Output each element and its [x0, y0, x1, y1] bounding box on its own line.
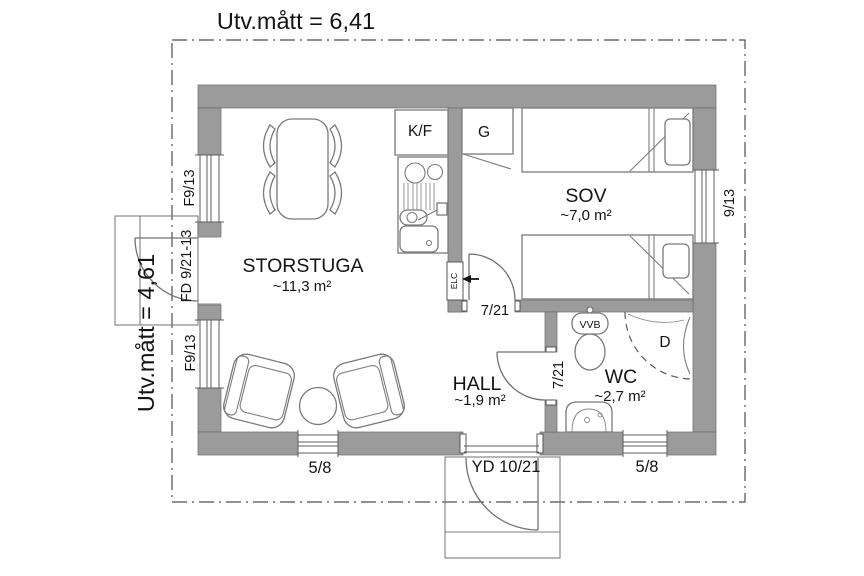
kitchen-unit: [394, 109, 449, 254]
sink-basin-icon: [399, 225, 439, 253]
stove-burner-icon: [404, 162, 426, 184]
french-door-label: FD 9/21-13: [179, 230, 195, 303]
shower-screen-line: [682, 316, 691, 375]
water-heater-label: VVB: [579, 319, 600, 331]
entry-door-label: YD 10/21: [472, 458, 541, 476]
dimension-top-label: Utv.mått = 6,41: [217, 8, 375, 34]
room-area-hall: ~1,9 m²: [454, 392, 505, 409]
wall-bottom-seg: [197, 431, 299, 456]
wall-left-seg: [197, 221, 222, 238]
wall-left-seg: [197, 387, 222, 433]
arrow-icon: [462, 275, 471, 283]
door-wc-label: 7/21: [551, 361, 567, 389]
armchair-icon: [220, 350, 298, 432]
chair-icon: [262, 124, 276, 168]
water-heater-valve-icon: [586, 306, 594, 314]
doors: [134, 236, 557, 531]
chair-icon: [329, 171, 343, 215]
wall-hall-wc-seg: [544, 311, 558, 353]
porch-left: [114, 215, 199, 326]
toilet-bowl-icon: [574, 333, 606, 371]
room-area-storstuga: ~11,3 m²: [273, 278, 332, 295]
room-area-sov: ~7,0 m²: [560, 207, 611, 224]
wall-left-seg: [197, 107, 222, 156]
plot-boundary-line: [171, 39, 746, 503]
room-name-wc: WC: [605, 366, 638, 388]
window-bottom-right-label: 5/8: [636, 458, 659, 476]
porch-entry: [444, 456, 561, 559]
faucet-base-icon: [436, 202, 448, 216]
wall-bottom-seg: [337, 431, 464, 456]
wc-fixtures: [565, 306, 692, 433]
door-sov-label: 7/21: [481, 303, 509, 319]
wall-top: [197, 84, 717, 109]
window-left-upper: [195, 154, 224, 223]
electrical-panel: [446, 261, 479, 301]
window-bottom-right: [622, 430, 668, 457]
drain-dot-icon: [425, 239, 433, 247]
room-name-storstuga: STORSTUGA: [243, 255, 364, 277]
washbasin-icon: [565, 401, 613, 433]
bed-upper: [521, 107, 694, 173]
windows: [195, 154, 719, 457]
wardrobe-door-line: [462, 153, 512, 170]
room-name-sov: SOV: [565, 185, 606, 207]
wall-right-seg: [692, 107, 717, 171]
window-left-upper-label: F9/13: [182, 169, 198, 206]
wardrobe: [461, 107, 514, 170]
window-left-lower: [195, 319, 224, 389]
electrical-panel-label: ELC: [449, 273, 459, 290]
wall-bottom-seg: [666, 431, 717, 456]
lounge-set: [220, 350, 408, 432]
bed-lower: [521, 234, 694, 300]
pillow-icon: [664, 118, 691, 166]
room-name-hall: HALL: [453, 373, 502, 395]
wall-sov-wc-seg: [514, 299, 694, 313]
sink-drain-icon: [406, 211, 418, 224]
chair-icon: [329, 124, 343, 168]
shower-curtain-line: [624, 311, 692, 380]
drainboard-hatch: [403, 183, 435, 210]
stove-burner-icon: [426, 163, 444, 181]
walls: [197, 84, 717, 456]
sink-bowl-icon: [399, 209, 428, 226]
window-left-lower-label: F9/13: [183, 334, 199, 371]
door-wc: [496, 346, 557, 406]
dining-table: [276, 118, 329, 220]
armchair-icon: [330, 350, 408, 432]
dining-set: [262, 118, 343, 220]
window-bottom-left-label: 5/8: [309, 459, 332, 477]
wall-bottom-seg: [539, 431, 624, 456]
chair-icon: [262, 171, 276, 215]
shower-label: D: [659, 334, 670, 351]
fridge-freezer-box: [394, 109, 449, 156]
wardrobe-label: G: [478, 124, 490, 141]
window-right-label: 9/13: [722, 189, 738, 217]
dimension-left-label: Utv.mått = 4,61: [133, 254, 159, 412]
wall-right-seg: [692, 242, 717, 433]
fridge-freezer-label: K/F: [408, 123, 432, 140]
entry-door: [459, 433, 544, 531]
faucet-icon: [417, 208, 440, 221]
window-bottom-left: [297, 430, 339, 457]
room-area-wc: ~2,7 m²: [594, 388, 645, 405]
pillow-icon: [662, 243, 690, 279]
french-door-left: [134, 236, 221, 305]
side-table: [298, 386, 338, 426]
wall-left-seg: [197, 304, 222, 321]
blanket-fold-line: [629, 235, 690, 295]
window-right: [690, 169, 719, 244]
